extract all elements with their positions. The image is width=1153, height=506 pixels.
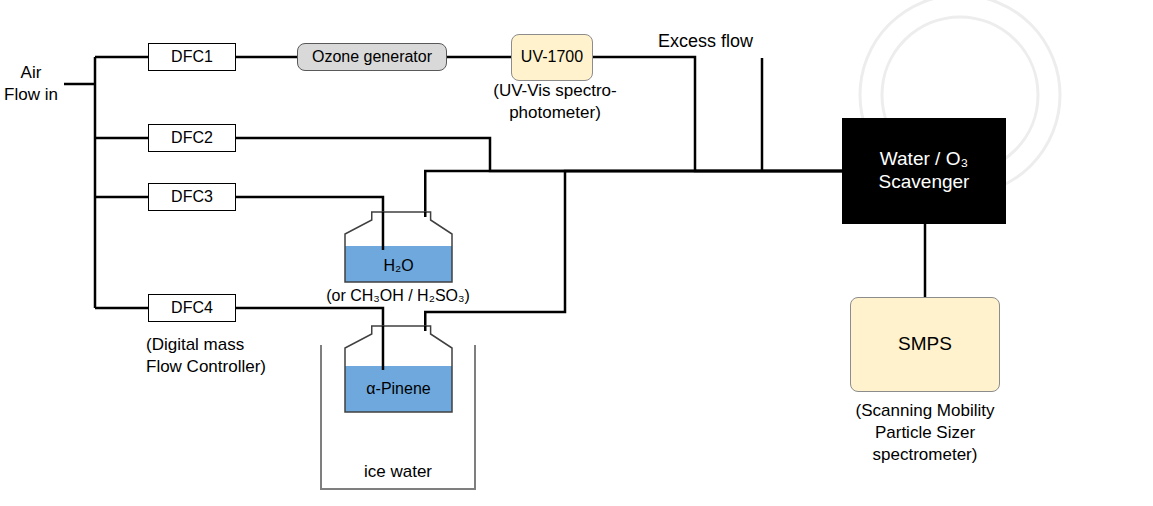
instrument-note: (UV-Vis spectro- photometer) <box>482 80 628 124</box>
node-text: SMPS <box>898 333 952 356</box>
gas-flow-line <box>593 57 842 171</box>
node-text: DFC4 <box>171 298 213 317</box>
spectrophotometer-box: UV-1700 <box>511 34 593 81</box>
ozone-generator-box: Ozone generator <box>297 43 447 71</box>
air-inlet-line <box>64 57 148 308</box>
node-text: ice water <box>364 462 432 482</box>
flow-controller-box: DFC2 <box>148 124 236 152</box>
gas-flow-line <box>447 56 511 59</box>
node-text: DFC1 <box>171 47 213 66</box>
liquid-fill <box>345 246 452 282</box>
bottle-wall <box>345 212 452 282</box>
node-text: H₂O <box>383 256 413 275</box>
instrument-note: (Scanning Mobility Particle Sizer spectr… <box>845 400 1005 466</box>
gas-flow-line <box>924 224 927 297</box>
bottle-body <box>345 326 452 412</box>
excess-flow-label: Excess flow <box>658 30 753 53</box>
gas-flow-line <box>236 138 842 171</box>
node-text: DFC3 <box>171 187 213 206</box>
node-text: Ozone generator <box>312 47 432 66</box>
node-text: UV-1700 <box>521 47 583 66</box>
node-text: α-Pinene <box>366 379 430 398</box>
flow-controller-box: DFC1 <box>148 43 236 71</box>
gas-flow-line <box>425 171 842 326</box>
bottle-body <box>345 212 452 282</box>
gas-flow-line <box>236 308 383 326</box>
ice-bath: ice water α-Pinene <box>320 318 476 490</box>
bottle-wall <box>345 326 452 412</box>
outlet-tube <box>424 212 427 217</box>
gas-flow-line <box>425 171 842 212</box>
liquid-fill <box>345 366 452 412</box>
scavenger-box: Water / O₃ Scavenger <box>842 118 1006 224</box>
bottle-outline <box>345 326 452 412</box>
solvent-note: (or CH₃OH / H₂SO₃) <box>313 286 483 307</box>
outlet-tube <box>424 326 427 331</box>
instrument-note: (Digital mass Flow Controller) <box>146 334 276 378</box>
inlet-tube <box>382 326 385 370</box>
smps-box: SMPS <box>850 297 1000 392</box>
water-bottle: H₂O <box>345 212 452 282</box>
pinene-bottle: α-Pinene <box>345 326 452 412</box>
excess-flow-line <box>761 58 764 171</box>
flow-controller-box: DFC4 <box>148 294 236 322</box>
node-text: DFC2 <box>171 128 213 147</box>
node-text: Water / O₃ Scavenger <box>853 148 995 194</box>
flow-controller-box: DFC3 <box>148 183 236 211</box>
inlet-label: Air Flow in <box>2 62 60 106</box>
gas-flow-line <box>236 197 383 212</box>
inlet-tube <box>382 212 385 250</box>
gas-flow-line <box>236 56 297 59</box>
